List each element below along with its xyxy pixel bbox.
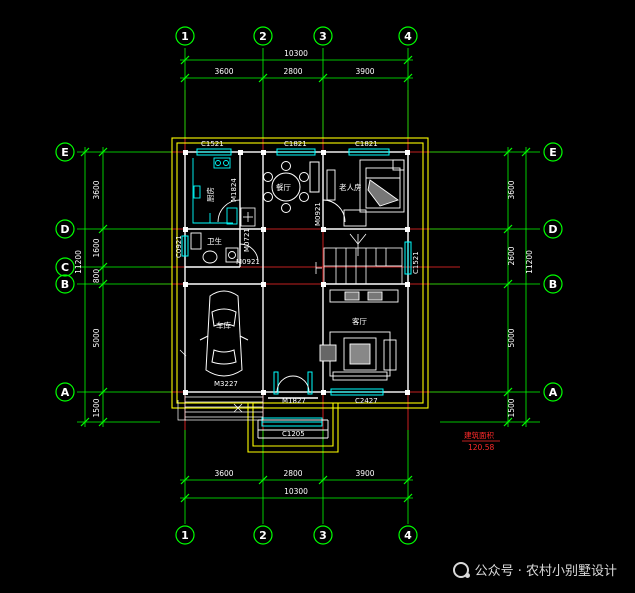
axis-label-3-bottom: 3 — [319, 529, 327, 542]
room-toilet: 卫生 — [207, 236, 222, 246]
axis-label-2-bottom: 2 — [259, 529, 267, 542]
label-m1824: M1824 — [230, 178, 238, 202]
dim-top-seg-1: 3600 — [214, 67, 233, 76]
bedroom-furniture — [322, 159, 405, 227]
watermark-text: 公众号 · 农村小别墅设计 — [474, 564, 617, 579]
axis-label-B-right: B — [549, 278, 557, 291]
axis-label-C-left: C — [61, 261, 69, 274]
dim-left-total: 11200 — [74, 250, 83, 274]
axis-label-A-right: A — [549, 386, 558, 399]
dim-right-total: 11200 — [525, 250, 534, 274]
axis-extension-lines — [77, 48, 540, 524]
room-elder-bedroom: 老人房 — [339, 182, 362, 192]
room-living: 客厅 — [352, 316, 367, 326]
label-c1521-stair: C1521 — [412, 251, 420, 274]
dimension-text-horizontal: 10300 3600 2800 3900 3600 2800 3900 1030… — [214, 49, 374, 496]
dimension-lines — [84, 59, 527, 499]
dimension-ticks — [80, 55, 531, 503]
axis-label-3-top: 3 — [319, 30, 327, 43]
dim-left-seg-4: 5000 — [92, 328, 101, 347]
dim-right-seg-4: 1500 — [507, 398, 516, 417]
staircase — [315, 233, 403, 285]
label-c1821-dining: C1821 — [284, 140, 307, 148]
dimension-text-vertical: 11200 3600 1600 800 5000 1500 3600 2600 … — [74, 180, 534, 417]
watermark: 公众号 · 农村小别墅设计 — [452, 560, 617, 579]
label-c1205: C1205 — [282, 430, 305, 438]
dim-top-seg-3: 3900 — [355, 67, 374, 76]
kitchen-fixtures — [192, 157, 238, 225]
windows — [181, 148, 412, 427]
entrance — [257, 375, 329, 439]
dim-bottom-total: 10300 — [284, 487, 308, 496]
kitchen-door — [217, 199, 256, 227]
label-c0921: C0921 — [175, 235, 183, 258]
area-value: 120.58 — [468, 443, 494, 452]
axis-label-4-top: 4 — [404, 30, 412, 43]
dim-bottom-seg-2: 2800 — [283, 469, 302, 478]
toilet-fixtures — [190, 232, 259, 264]
dim-bottom-seg-1: 3600 — [214, 469, 233, 478]
dim-bottom-seg-3: 3900 — [355, 469, 374, 478]
axis-label-1-bottom: 1 — [181, 529, 189, 542]
dim-top-total: 10300 — [284, 49, 308, 58]
label-m0721: M0721 — [243, 228, 251, 252]
axis-label-4-bottom: 4 — [404, 529, 412, 542]
axis-label-D-left: D — [60, 223, 69, 236]
area-note: 建筑面积 120.58 — [462, 430, 500, 452]
dim-right-seg-3: 5000 — [507, 328, 516, 347]
wechat-logo-icon — [452, 561, 470, 578]
axis-label-A-left: A — [61, 386, 70, 399]
dim-left-seg-1: 3600 — [92, 180, 101, 199]
dim-right-seg-1: 3600 — [507, 180, 516, 199]
axis-bubbles — [55, 26, 563, 545]
axis-label-D-right: D — [548, 223, 557, 236]
room-dining: 餐厅 — [276, 183, 291, 192]
dim-left-seg-2: 1600 — [92, 238, 101, 257]
area-label: 建筑面积 — [464, 430, 494, 440]
room-garage: 车库 — [216, 320, 231, 330]
garage-ramp — [177, 349, 264, 421]
outer-walls — [171, 137, 429, 453]
axis-label-2-top: 2 — [259, 30, 267, 43]
label-c1521-kitchen: C1521 — [201, 140, 224, 148]
dim-top-seg-2: 2800 — [283, 67, 302, 76]
label-c2427: C2427 — [355, 397, 378, 405]
axis-label-1-top: 1 — [181, 30, 189, 43]
dim-left-seg-3: 800 — [92, 269, 101, 284]
axis-label-E-left: E — [61, 146, 69, 159]
opening-labels: C1521 C1821 C1821 M1824 M0921 M0721 C092… — [175, 140, 420, 438]
label-m3227: M3227 — [214, 380, 238, 388]
dining-table — [263, 161, 320, 213]
dim-right-seg-2: 2600 — [507, 246, 516, 265]
label-m0921-bedroom: M0921 — [314, 202, 322, 226]
label-c1821-bedroom: C1821 — [355, 140, 378, 148]
axis-label-B-left: B — [61, 278, 69, 291]
wall-poche — [183, 150, 410, 395]
room-kitchen: 厨房 — [205, 187, 215, 202]
axis-labels: 1 2 3 4 1 2 3 4 E D C B A E D B A — [60, 30, 557, 542]
living-furniture — [319, 289, 399, 381]
axis-label-E-right: E — [549, 146, 557, 159]
dim-left-seg-5: 1500 — [92, 398, 101, 417]
garage-car — [199, 290, 249, 377]
label-m0921-wc: M0921 — [236, 258, 260, 266]
label-m1827: M1827 — [282, 397, 306, 405]
room-labels: 厨房 餐厅 老人房 卫生 车库 客厅 — [205, 182, 367, 330]
